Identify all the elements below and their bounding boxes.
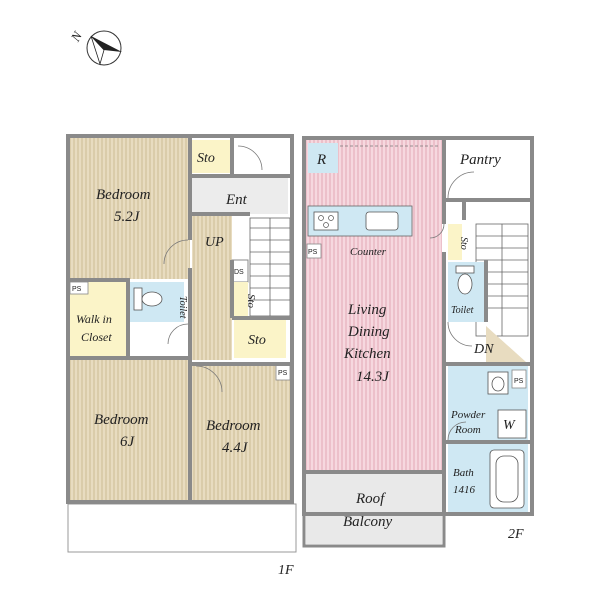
refrigerator <box>308 143 338 173</box>
sto-2f-label: Sto <box>458 237 469 250</box>
walk-in-label-2: Closet <box>81 330 112 344</box>
entrance <box>192 176 288 214</box>
up-label: UP <box>205 235 224 250</box>
floor-label-2f: 2F <box>508 527 524 542</box>
compass-label: N <box>67 28 85 45</box>
ps-right <box>511 369 527 389</box>
ldk-label-2: Dining <box>347 324 390 340</box>
toilet-2f-icon <box>455 265 475 295</box>
balcony-label-2: Balcony <box>343 514 392 530</box>
ldk-size: 14.3J <box>356 369 390 385</box>
bedroom-bottom-right <box>192 366 292 500</box>
toilet-2f-label: Toilet <box>451 305 474 316</box>
dn-area <box>486 326 526 362</box>
ps-right-label: PS <box>514 378 524 385</box>
walls-1f <box>66 134 294 504</box>
bedroom-top <box>70 138 190 279</box>
powder-label-1: Powder <box>450 409 486 421</box>
kitchen-counter <box>307 205 413 237</box>
bedroom-bl-size: 6J <box>120 434 136 450</box>
storage-2f <box>448 224 462 260</box>
storage-top <box>192 140 230 173</box>
sto-mid-label: Sto <box>245 294 257 309</box>
sto-top-label: Sto <box>197 151 215 166</box>
toilet-1f-label: Toilet <box>177 296 188 319</box>
bedroom-br-size: 4.4J <box>222 440 249 456</box>
pantry-label: Pantry <box>459 152 501 168</box>
ps-2f <box>306 243 322 259</box>
bathtub-icon <box>489 449 525 509</box>
doors-1f <box>163 145 263 393</box>
north-arrow-icon: N <box>67 28 122 66</box>
counter-label: Counter <box>350 246 387 258</box>
ps-mid-label: PS <box>278 370 288 377</box>
powder-label-2: Room <box>454 424 481 436</box>
ldk <box>306 140 442 470</box>
first-floor: Bedroom 5.2J Sto Ent UP DS Sto PS Walk i… <box>66 134 297 578</box>
bath-label-2: 1416 <box>453 484 476 496</box>
bath-label-1: Bath <box>453 467 474 479</box>
balcony-label-1: Roof <box>355 491 386 507</box>
bedroom-top-size: 5.2J <box>114 209 141 225</box>
walk-in-closet <box>70 282 128 357</box>
ps-2f-label: PS <box>308 249 318 256</box>
pantry <box>448 140 530 198</box>
bedroom-br-name: Bedroom <box>206 418 261 434</box>
hallway-1f <box>192 214 232 360</box>
toilet-1f-icon <box>133 287 163 311</box>
roof-balcony <box>306 474 442 544</box>
sto-small-label: Sto <box>248 333 266 348</box>
doors-2f <box>340 145 475 441</box>
ldk-label-1: Living <box>347 302 387 318</box>
floor-label-1f: 1F <box>278 563 294 578</box>
sink-icon <box>487 371 509 395</box>
ds-label: DS <box>234 269 244 276</box>
washer <box>497 409 527 439</box>
ldk-label-3: Kitchen <box>343 346 391 362</box>
storage-mid <box>232 282 248 316</box>
dn-label: DN <box>473 342 494 357</box>
bedroom-bl-name: Bedroom <box>94 412 149 428</box>
bedroom-bottom-left <box>70 360 188 500</box>
ps-left-label: PS <box>72 286 82 293</box>
bedroom-top-name: Bedroom <box>96 187 151 203</box>
washer-label: W <box>503 418 516 433</box>
walk-in-label-1: Walk in <box>76 312 112 326</box>
second-floor: R Pantry PS Counter Sto Toilet Living Di… <box>302 136 534 548</box>
ent-label: Ent <box>225 192 248 208</box>
storage-small <box>234 320 286 358</box>
r-label: R <box>316 152 326 168</box>
